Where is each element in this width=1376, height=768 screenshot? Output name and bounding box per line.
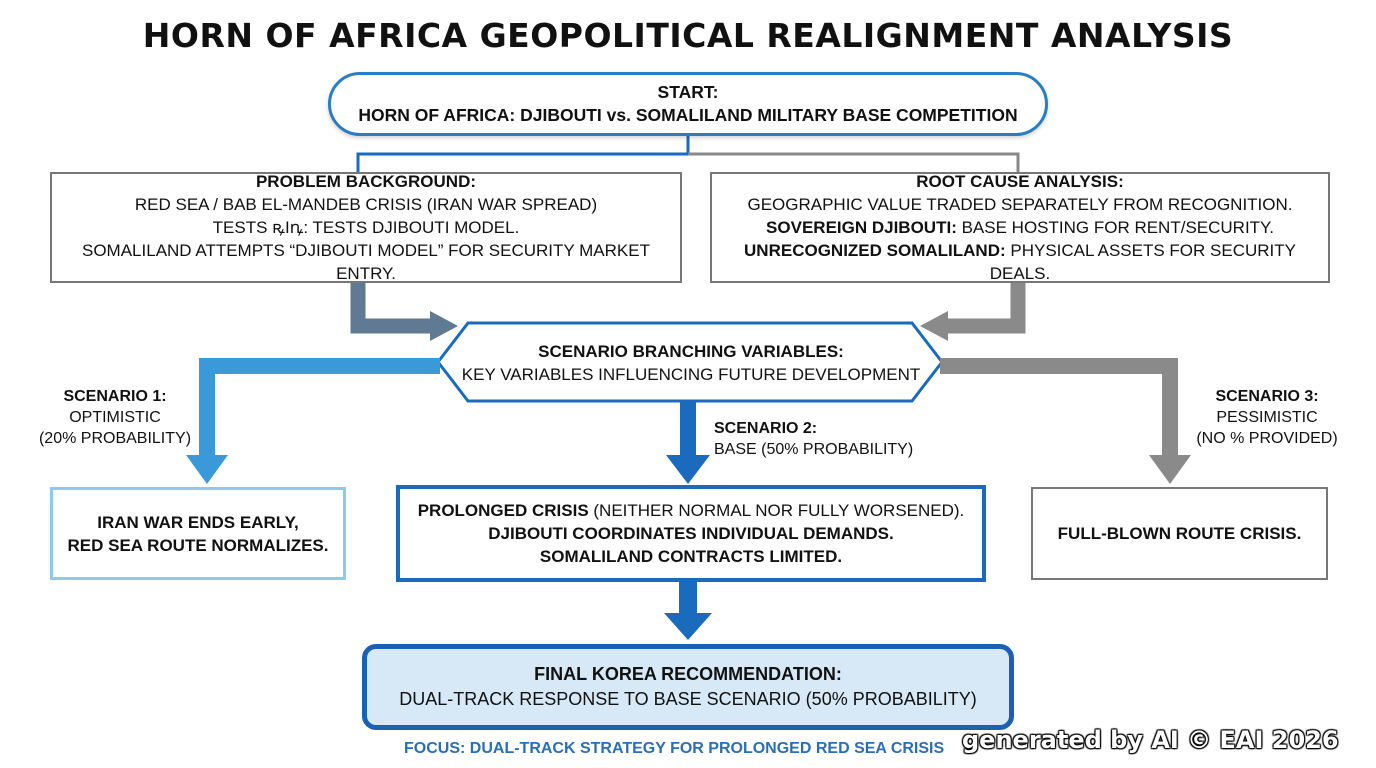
final-recommendation-box: FINAL KOREA RECOMMENDATION: DUAL-TRACK R… — [362, 644, 1014, 730]
problem-background-box: PROBLEM BACKGROUND: RED SEA / BAB EL-MAN… — [50, 172, 682, 283]
problem-line-2: TESTS ꝶIꝴ: TESTS DJIBOUTI MODEL. — [212, 218, 520, 237]
scenario3-line-1: FULL-BLOWN ROUTE CRISIS. — [1057, 524, 1302, 543]
arrow-scenario3 — [940, 358, 1178, 456]
arrow-head-scenario3 — [1149, 455, 1191, 484]
scenario2-line-1-bold: PROLONGED CRISIS — [417, 501, 589, 520]
problem-line-3: SOMALILAND ATTEMPTS “DJIBOUTI MODEL” FOR… — [82, 241, 650, 283]
arrow-head-final — [664, 613, 712, 640]
scenario3-heading: SCENARIO 3: — [1215, 388, 1319, 405]
root-cause-box: ROOT CAUSE ANALYSIS: GEOGRAPHIC VALUE TR… — [710, 172, 1330, 283]
arrow-head-scenario2 — [666, 455, 710, 484]
arrow-head-problem — [430, 311, 458, 341]
scenario3-outcome-box: FULL-BLOWN ROUTE CRISIS. — [1031, 487, 1328, 580]
start-text: HORN OF AFRICA: DJIBOUTI vs. SOMALILAND … — [358, 105, 1018, 125]
rootcause-line-3-rest: PHYSICAL ASSETS FOR SECURITY DEALS. — [989, 241, 1296, 283]
arrow-scenario1 — [199, 358, 440, 456]
focus-note: FOCUS: DUAL-TRACK STRATEGY FOR PROLONGED… — [404, 740, 945, 757]
connector-start-to-problem — [356, 136, 690, 172]
arrow-head-scenario1 — [186, 455, 228, 484]
problem-line-1: RED SEA / BAB EL-MANDEB CRISIS (IRAN WAR… — [134, 195, 598, 214]
scenario2-outcome-box: PROLONGED CRISIS (NEITHER NORMAL NOR FUL… — [396, 485, 986, 582]
connector-start-to-rootcause — [688, 152, 1020, 172]
watermark: generated by AI © EAI 2026 — [962, 726, 1339, 754]
scenario1-heading: SCENARIO 1: — [63, 388, 167, 405]
scenario1-prob: (20% PROBABILITY) — [38, 430, 192, 447]
scenario2-line-3: SOMALILAND CONTRACTS LIMITED. — [539, 547, 843, 566]
scenario2-line-1: PROLONGED CRISIS (NEITHER NORMAL NOR FUL… — [418, 499, 965, 522]
rootcause-line-3-bold: UNRECOGNIZED SOMALILAND: — [744, 241, 1006, 260]
variables-node: SCENARIO BRANCHING VARIABLES: KEY VARIAB… — [440, 324, 942, 402]
rootcause-line-2: SOVEREIGN DJIBOUTI: BASE HOSTING FOR REN… — [766, 216, 1274, 239]
rootcause-line-2-rest: BASE HOSTING FOR RENT/SECURITY. — [956, 218, 1274, 237]
scenario1-label: SCENARIO 1: OPTIMISTIC (20% PROBABILITY) — [30, 386, 200, 449]
start-heading: START: — [657, 82, 719, 102]
scenario2-line-2: DJIBOUTI COORDINATES INDIVIDUAL DEMANDS. — [488, 524, 894, 543]
final-text: DUAL-TRACK RESPONSE TO BASE SCENARIO (50… — [399, 689, 977, 709]
scenario1-type: OPTIMISTIC — [69, 409, 161, 426]
scenario1-outcome-box: IRAN WAR ENDS EARLY, RED SEA ROUTE NORMA… — [50, 487, 346, 580]
rootcause-line-1: GEOGRAPHIC VALUE TRADED SEPARATELY FROM … — [747, 195, 1293, 214]
start-node: START: HORN OF AFRICA: DJIBOUTI vs. SOMA… — [328, 72, 1048, 136]
problem-heading: PROBLEM BACKGROUND: — [255, 172, 477, 191]
rootcause-line-3: UNRECOGNIZED SOMALILAND: PHYSICAL ASSETS… — [712, 239, 1328, 285]
arrow-rootcause-to-variables — [946, 283, 1026, 334]
scenario3-type: PESSIMISTIC — [1216, 409, 1318, 426]
variables-text: KEY VARIABLES INFLUENCING FUTURE DEVELOP… — [461, 365, 921, 384]
final-heading: FINAL KOREA RECOMMENDATION: — [534, 664, 842, 684]
scenario2-type: BASE (50% PROBABILITY) — [714, 441, 914, 458]
scenario2-label: SCENARIO 2: BASE (50% PROBABILITY) — [714, 418, 913, 460]
page-title: HORN OF AFRICA GEOPOLITICAL REALIGNMENT … — [142, 16, 1234, 55]
rootcause-line-2-bold: SOVEREIGN DJIBOUTI: — [766, 218, 957, 237]
scenario2-heading: SCENARIO 2: — [714, 420, 818, 437]
arrow-problem-to-variables — [350, 283, 432, 334]
scenario1-line-1: IRAN WAR ENDS EARLY, — [97, 512, 299, 532]
rootcause-heading: ROOT CAUSE ANALYSIS: — [916, 172, 1124, 191]
variables-heading: SCENARIO BRANCHING VARIABLES: — [538, 342, 844, 361]
arrow-head-rootcause — [920, 311, 948, 341]
scenario1-line-2: RED SEA ROUTE NORMALIZES. — [67, 535, 329, 555]
scenario2-line-1-rest: (NEITHER NORMAL NOR FULLY WORSENED). — [588, 501, 965, 520]
scenario3-label: SCENARIO 3: PESSIMISTIC (NO % PROVIDED) — [1186, 386, 1348, 449]
scenario3-prob: (NO % PROVIDED) — [1196, 430, 1338, 447]
